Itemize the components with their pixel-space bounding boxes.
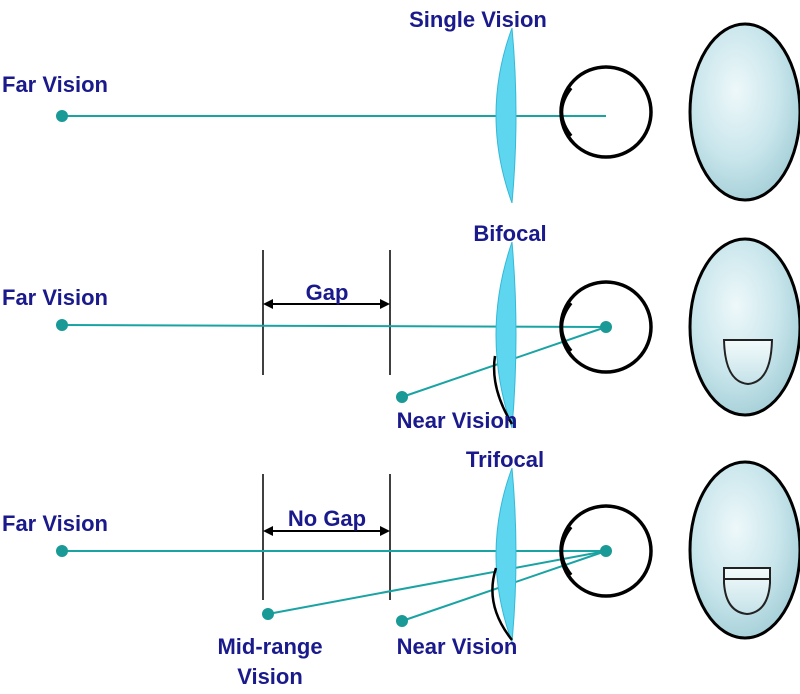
lens-front-icon bbox=[688, 460, 800, 640]
mid-vision-ray bbox=[267, 550, 607, 615]
mid-vision-label-line2: Vision bbox=[237, 664, 303, 689]
near-vision-point bbox=[396, 391, 408, 403]
panel-single-vision: Single Vision Far Vision bbox=[2, 7, 800, 204]
far-vision-point bbox=[56, 545, 68, 557]
near-vision-label: Near Vision bbox=[397, 634, 518, 659]
far-vision-label: Far Vision bbox=[2, 511, 108, 536]
lens-front-icon bbox=[688, 237, 800, 417]
bifocal-segment-profile bbox=[492, 355, 514, 425]
far-vision-point bbox=[56, 110, 68, 122]
gap-label: No Gap bbox=[288, 506, 366, 531]
gap-label: Gap bbox=[306, 280, 349, 305]
gap-arrow bbox=[263, 299, 390, 309]
bifocal-segment bbox=[722, 339, 774, 386]
mid-vision-point bbox=[262, 608, 274, 620]
lens-profile-icon bbox=[495, 241, 517, 429]
panel-title: Single Vision bbox=[409, 7, 547, 32]
near-vision-point bbox=[396, 615, 408, 627]
lens-profile-icon bbox=[495, 27, 517, 204]
focal-point bbox=[600, 321, 612, 333]
far-vision-ray bbox=[61, 324, 607, 328]
lens-front-icon bbox=[688, 22, 800, 202]
focal-point bbox=[600, 545, 612, 557]
panel-title: Bifocal bbox=[473, 221, 546, 246]
mid-vision-label-line1: Mid-range bbox=[217, 634, 322, 659]
lens-profile-icon bbox=[495, 467, 517, 643]
panel-title: Trifocal bbox=[466, 447, 544, 472]
far-vision-point bbox=[56, 319, 68, 331]
panel-bifocal: Bifocal Far Vision Gap Near Vision bbox=[2, 221, 800, 433]
panel-trifocal: Trifocal Far Vision No Gap Mid-range Vis… bbox=[2, 447, 800, 689]
trifocal-segment-profile bbox=[491, 567, 513, 641]
far-vision-label: Far Vision bbox=[2, 72, 108, 97]
near-vision-label: Near Vision bbox=[397, 408, 518, 433]
gap-arrow bbox=[263, 526, 390, 536]
eye-icon bbox=[559, 65, 653, 159]
eye-icon bbox=[559, 280, 653, 374]
eye-icon bbox=[559, 504, 653, 598]
far-vision-label: Far Vision bbox=[2, 285, 108, 310]
